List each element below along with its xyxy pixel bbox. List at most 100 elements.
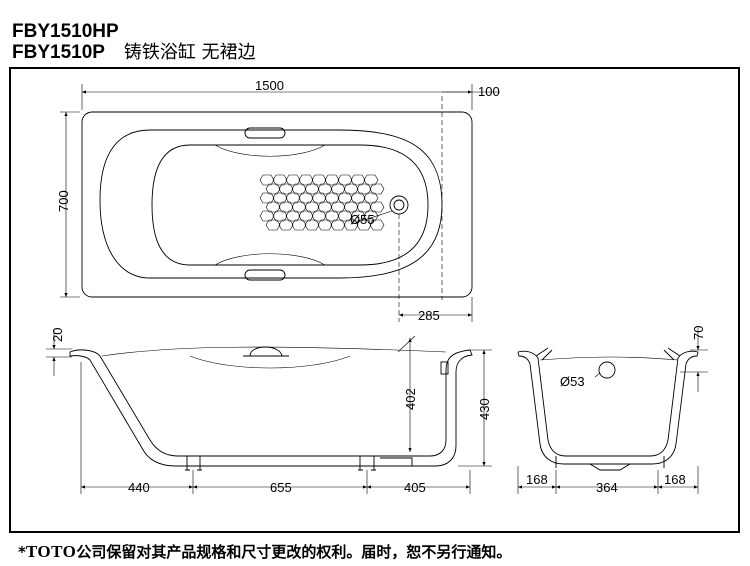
dim-end-rim-label: 70 <box>691 326 706 340</box>
dim-seg-right-label: 405 <box>404 480 426 495</box>
anti-slip-cell <box>285 174 301 186</box>
anti-slip-cell <box>298 210 314 222</box>
anti-slip-cell <box>304 219 320 231</box>
anti-slip-cell <box>265 201 281 213</box>
plan-drain-outer <box>389 195 409 215</box>
anti-slip-cell <box>304 201 320 213</box>
dim-inner-depth-label: 402 <box>403 388 418 410</box>
anti-slip-cell <box>259 192 275 204</box>
side-rim-line <box>101 346 447 357</box>
dim-total-height-label: 430 <box>477 398 492 420</box>
plan-floor-curve-bottom <box>214 253 326 266</box>
dim-width-label: 700 <box>56 190 71 212</box>
side-view: 20 402 430 440 655 405 <box>46 328 492 495</box>
anti-slip-cell <box>259 210 275 222</box>
anti-slip-cell <box>337 174 353 186</box>
anti-slip-cell <box>343 183 359 195</box>
anti-slip-cell <box>291 219 307 231</box>
plan-floor-curve-top <box>214 144 326 157</box>
overflow-diameter-label: Ø53 <box>560 374 585 389</box>
plan-handle-top <box>244 127 286 139</box>
anti-slip-cell <box>272 210 288 222</box>
anti-slip-cell <box>278 219 294 231</box>
anti-slip-cell <box>343 201 359 213</box>
side-foot-left <box>185 456 202 471</box>
anti-slip-cell <box>369 183 385 195</box>
anti-slip-cell <box>278 183 294 195</box>
anti-slip-cell <box>369 201 385 213</box>
anti-slip-cell <box>317 219 333 231</box>
overflow-leader <box>594 372 601 378</box>
drain-leader <box>351 210 393 225</box>
anti-slip-cell <box>317 183 333 195</box>
end-view: Ø53 70 168 364 168 <box>517 326 708 495</box>
anti-slip-cell <box>324 210 340 222</box>
anti-slip-cell <box>278 201 294 213</box>
dim-length-label: 1500 <box>255 78 284 93</box>
dim-end-right-label: 168 <box>664 472 686 487</box>
anti-slip-cell <box>304 183 320 195</box>
drawing-frame <box>9 67 740 533</box>
anti-slip-cell <box>311 174 327 186</box>
anti-slip-cell <box>330 219 346 231</box>
plan-view: Ø55 1500 100 700 285 <box>56 78 500 323</box>
brand-logo: TOTO <box>25 542 77 561</box>
footer-notice: *TOTO公司保留对其产品规格和尺寸更改的权利。届时，恕不另行通知。 <box>18 541 511 562</box>
anti-slip-cell <box>285 210 301 222</box>
dim-seg-left-label: 440 <box>128 480 150 495</box>
anti-slip-cell <box>291 183 307 195</box>
anti-slip-cell <box>272 192 288 204</box>
end-handle-right <box>663 347 681 361</box>
dim-rim-offset-label: 100 <box>478 84 500 99</box>
anti-slip-cell <box>330 201 346 213</box>
anti-slip-cell <box>356 183 372 195</box>
dim-end-left-label: 168 <box>526 472 548 487</box>
anti-slip-cell <box>298 174 314 186</box>
anti-slip-cell <box>272 174 288 186</box>
model-code-p: FBY1510P <box>12 42 105 63</box>
anti-slip-cell <box>363 192 379 204</box>
anti-slip-cell <box>317 201 333 213</box>
anti-slip-cell <box>324 192 340 204</box>
side-outline <box>69 349 473 467</box>
anti-slip-cell <box>311 210 327 222</box>
anti-slip-cell <box>356 219 372 231</box>
plan-drain-inner <box>393 199 405 211</box>
plan-handle-bottom <box>244 269 286 281</box>
anti-slip-cell <box>311 192 327 204</box>
model-line-2: FBY1510P 铸铁浴缸 无裙边 <box>12 43 256 63</box>
side-foot-right <box>358 456 376 471</box>
plan-outer-rim <box>81 111 473 298</box>
end-feet <box>555 456 665 471</box>
anti-slip-cell <box>363 174 379 186</box>
anti-slip-cell <box>350 174 366 186</box>
anti-slip-cell <box>337 192 353 204</box>
side-backrest-curve <box>189 355 351 369</box>
anti-slip-cell <box>356 201 372 213</box>
dim-rim-height-label: 20 <box>50 328 65 342</box>
drain-diameter-label: Ø55 <box>350 212 375 227</box>
model-line-1: FBY1510HP <box>12 22 119 42</box>
anti-slip-cell <box>350 192 366 204</box>
anti-slip-cell <box>285 192 301 204</box>
dim-drain-label: 285 <box>418 308 440 323</box>
anti-slip-cell <box>343 219 359 231</box>
anti-slip-cell <box>265 183 281 195</box>
plan-basin-floor <box>151 144 429 266</box>
model-code-hp: FBY1510HP <box>12 21 119 42</box>
side-overflow <box>440 361 449 375</box>
footer-notice-text: 公司保留对其产品规格和尺寸更改的权利。届时，恕不另行通知。 <box>76 543 512 561</box>
anti-slip-cell <box>259 174 275 186</box>
anti-slip-cell <box>291 201 307 213</box>
footer-asterisk: * <box>18 543 26 561</box>
side-handle <box>249 346 283 357</box>
product-name: 铸铁浴缸 无裙边 <box>123 42 256 63</box>
anti-slip-pattern <box>259 174 385 231</box>
side-drain-pipe <box>380 457 413 466</box>
anti-slip-cell <box>265 219 281 231</box>
plan-inner-basin <box>99 129 443 279</box>
anti-slip-cell <box>298 192 314 204</box>
dim-end-mid-label: 364 <box>596 480 618 495</box>
anti-slip-cell <box>324 174 340 186</box>
